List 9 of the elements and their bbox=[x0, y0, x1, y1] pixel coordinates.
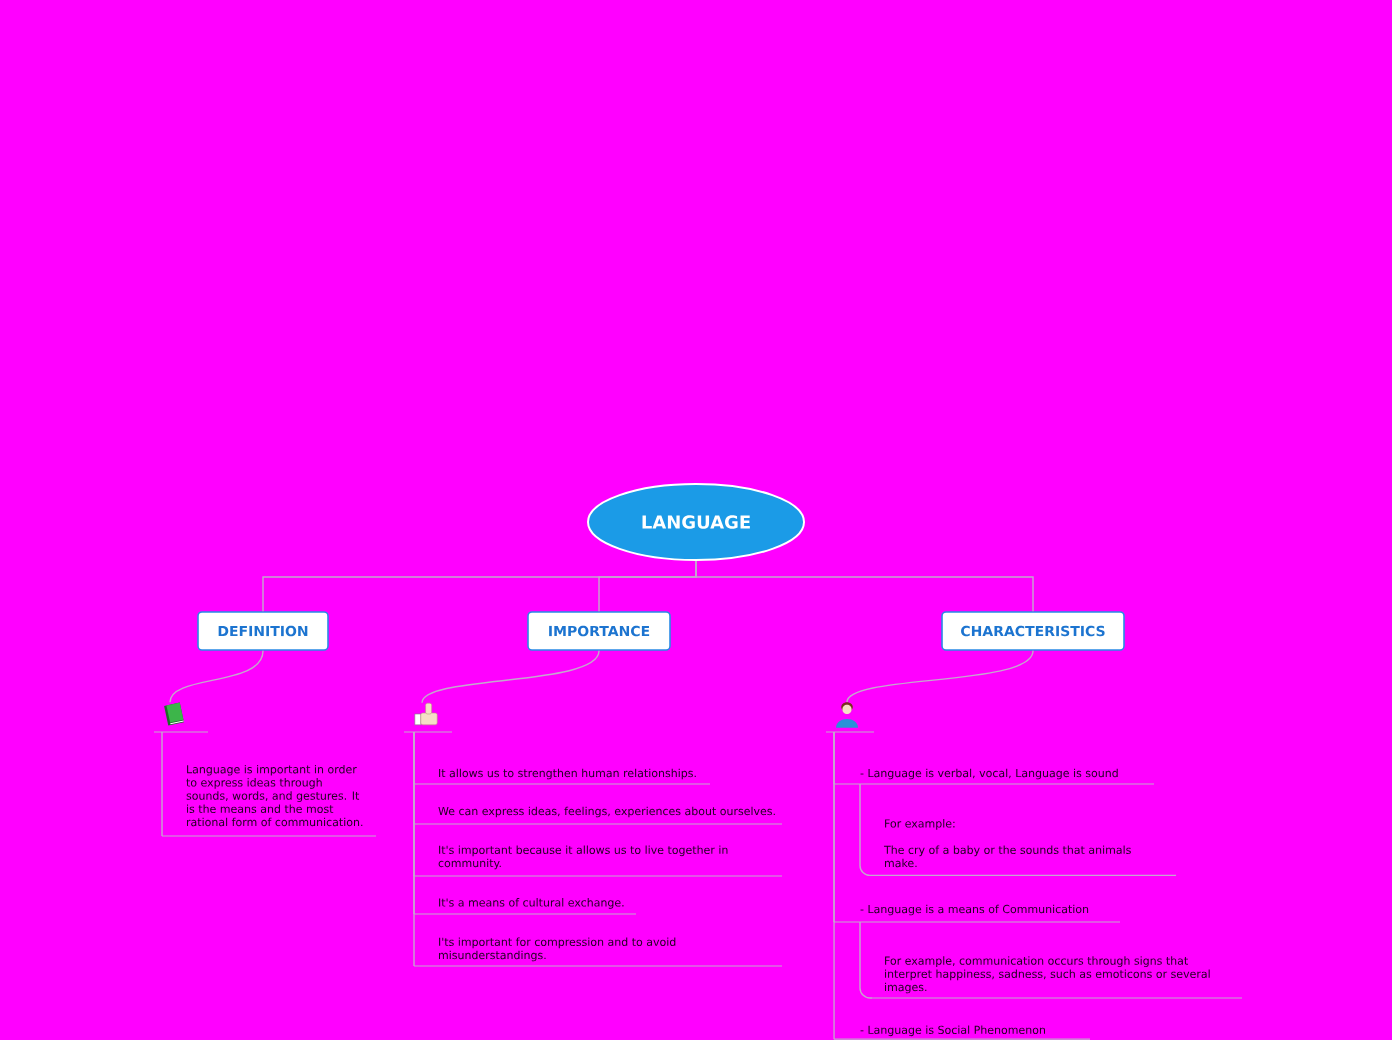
connector bbox=[413, 731, 415, 967]
connector bbox=[859, 921, 873, 999]
connector bbox=[846, 650, 1034, 703]
connector bbox=[859, 783, 875, 877]
connector bbox=[161, 731, 163, 837]
connector bbox=[695, 560, 1034, 612]
connector bbox=[421, 650, 600, 704]
connector bbox=[833, 731, 835, 1040]
connector bbox=[169, 650, 264, 703]
